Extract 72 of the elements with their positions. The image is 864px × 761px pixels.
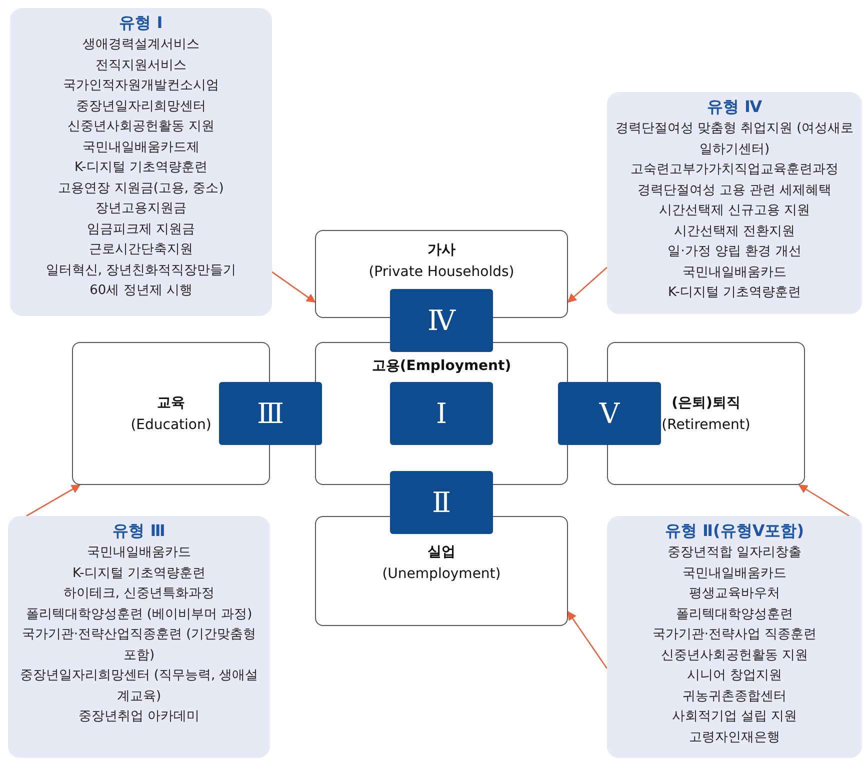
type-square — [219, 382, 322, 445]
list-item: 신중년사회공헌활동 지원 — [660, 646, 810, 664]
list-item: 장년고용지원금 — [94, 200, 188, 218]
roman-numeral: Ⅲ — [256, 396, 284, 432]
arrow — [272, 271, 316, 303]
category-box — [315, 516, 568, 626]
list-item: 사회적기업 설립 지원 — [670, 708, 798, 726]
arrow — [798, 484, 850, 517]
list-item: 중장년적합 일자리창출 — [666, 544, 803, 562]
arrow — [26, 484, 81, 517]
box-label: 교육 — [157, 394, 185, 412]
roman-numeral: Ⅱ — [432, 484, 452, 520]
list-item: 귀농귀촌종합센터 — [682, 688, 788, 706]
list-item: K-디지털 기초역량훈련 — [72, 564, 206, 582]
roman-numeral: Ⅰ — [436, 402, 448, 424]
info-panel — [607, 92, 862, 314]
list-item: 국가기관·전략산업직종훈련 (기간맞춤형포함) — [20, 626, 258, 664]
list-item: 중장년취업 아카데미 — [77, 708, 201, 726]
list-item: 평생교육바우처 — [688, 585, 781, 603]
list-item: 전직지원서비스 — [94, 56, 188, 74]
type-square — [390, 289, 493, 352]
arrow — [567, 610, 608, 669]
info-panel — [607, 516, 862, 758]
box-label: (Private Households) — [368, 263, 514, 282]
list-item: 신중년사회공헌활동 지원 — [66, 118, 216, 136]
info-panel — [10, 8, 272, 316]
list-item: 시간선택제 전환지원 — [672, 222, 796, 240]
box-label: 실업 — [428, 543, 456, 562]
list-item: 경력단절여성 고용 관련 세제혜택 — [636, 182, 833, 200]
list-item: 하이테크, 신중년특화과정 — [62, 585, 216, 603]
list-item: 근로시간단축지원 — [88, 241, 194, 259]
box-label: (은퇴)퇴직 — [672, 394, 740, 412]
list-item: 국민내일배움카드 — [86, 544, 192, 562]
list-item: 고용연장 지원금(고용, 중소) — [57, 180, 225, 198]
panel-heading: 유형 Ⅳ — [706, 96, 762, 118]
type-square — [558, 382, 661, 445]
list-item: 고숙련고부가가치직업교육훈련과정 — [630, 161, 840, 179]
category-box — [315, 342, 568, 485]
list-item: 국가기관·전략사업 직종훈련 — [651, 626, 818, 644]
list-item: 국민내일배움카드제 — [82, 138, 200, 156]
roman-numeral: Ⅳ — [428, 302, 456, 338]
list-item: 국민내일배움카드 — [682, 264, 788, 282]
list-item: K-디지털 기초역량훈련 — [667, 284, 802, 302]
list-item: 고령자인재은행 — [688, 728, 781, 746]
list-item: 국가인적자원개발컨소시엄 — [62, 77, 220, 95]
box-label: 가사 — [428, 241, 456, 260]
list-item: 일·가정 양립 환경 개선 — [666, 243, 802, 261]
type-square — [390, 382, 493, 445]
panel-heading: 유형 Ⅰ — [119, 12, 163, 34]
info-panel — [8, 516, 270, 758]
list-item: 일터혁신, 장년친화적직장만들기 — [44, 262, 238, 280]
list-item: 국민내일배움카드 — [682, 564, 788, 582]
roman-numeral: Ⅴ — [599, 396, 620, 432]
list-item: K-디지털 기초역량훈련 — [74, 159, 208, 177]
list-item: 생애경력설계서비스 — [82, 36, 200, 54]
list-item: 중장년일자리희망센터 (직무능력, 생애설계교육) — [18, 667, 260, 706]
list-item: 시니어 창업지원 — [686, 667, 784, 685]
box-label: 고용(Employment) — [372, 357, 512, 376]
box-label: (Retirement) — [662, 416, 750, 434]
arrow — [567, 266, 608, 303]
list-item: 폴리텍대학양성훈련 — [675, 606, 794, 624]
list-item: 폴리텍대학양성훈련 (베이비부머 과정) — [24, 606, 254, 624]
box-label: (Education) — [130, 416, 212, 434]
list-item: 시간선택제 신규고용 지원 — [658, 202, 812, 220]
list-item: 60세 정년제 시행 — [88, 282, 194, 300]
box-label: (Unemployment) — [382, 565, 501, 584]
list-item: 임금피크제 지원금 — [86, 220, 196, 238]
panel-heading: 유형 Ⅲ — [112, 520, 166, 542]
type-square — [390, 471, 493, 534]
list-item: 중장년일자리희망센터 — [75, 98, 207, 116]
panel-heading: 유형 Ⅱ(유형Ⅴ포함) — [664, 520, 804, 542]
list-item: 경력단절여성 맞춤형 취업지원 (여성새로일하기센터) — [614, 120, 855, 158]
